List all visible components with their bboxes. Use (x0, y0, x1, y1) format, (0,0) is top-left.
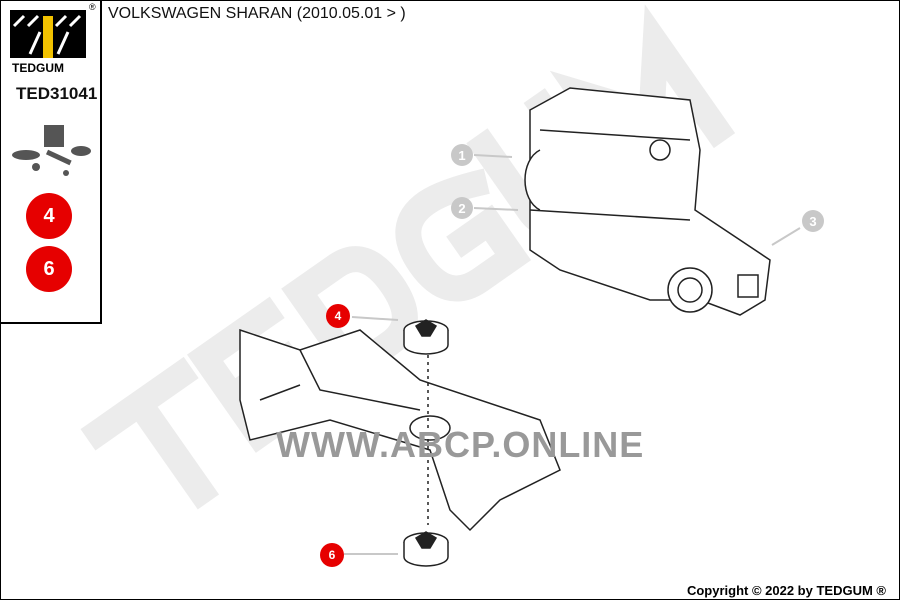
tedgum-logo (10, 10, 86, 58)
kit-thumbnail (12, 125, 91, 176)
logo-reg: ® (89, 2, 96, 12)
position-badge-4[interactable]: 4 (26, 193, 72, 239)
part-reference: TED31041 (16, 84, 98, 103)
callout-6[interactable]: 6 (320, 543, 344, 567)
callout-2[interactable]: 2 (451, 197, 473, 219)
site-watermark: WWW.ABCP.ONLINE (276, 424, 645, 465)
logo-text: TEDGUM (12, 61, 64, 75)
position-badge-6[interactable]: 6 (26, 246, 72, 292)
mount-top (403, 319, 449, 355)
callout-1[interactable]: 1 (451, 144, 473, 166)
vehicle-title: VOLKSWAGEN SHARAN (2010.05.01 > ) (108, 5, 406, 22)
mount-bottom (403, 531, 449, 567)
callout-4[interactable]: 4 (326, 304, 350, 328)
copyright: Copyright © 2022 by TEDGUM ® (686, 583, 886, 598)
sidebar: ® TEDGUM TED31041 4 6 (0, 0, 102, 324)
callout-3[interactable]: 3 (802, 210, 824, 232)
